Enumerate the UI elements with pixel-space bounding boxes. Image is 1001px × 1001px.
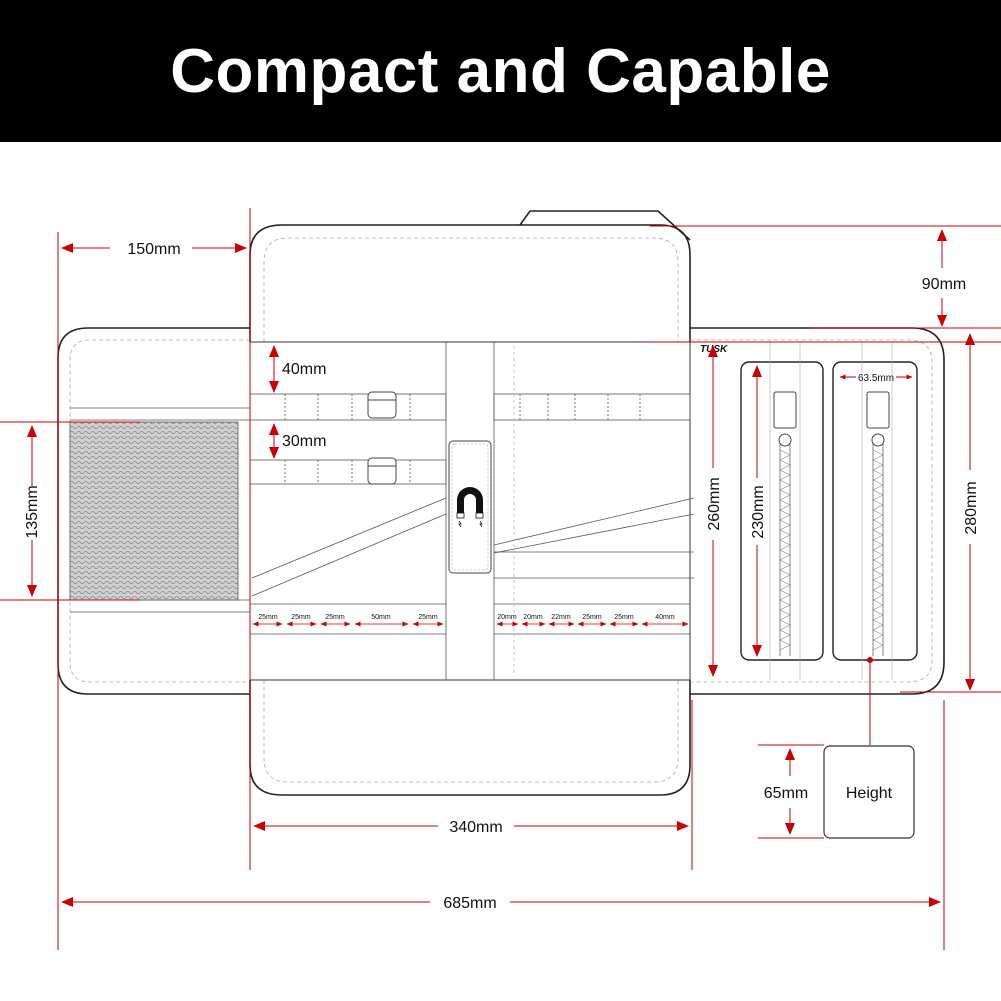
- dim-90: 90mm: [922, 276, 966, 293]
- top-flap: [249, 224, 691, 342]
- magnet-icon: [456, 487, 484, 528]
- dimension-lines: [0, 208, 1001, 950]
- loop-label: 25mm: [325, 614, 345, 621]
- zipper-pockets: [740, 342, 918, 680]
- height-marker-dot: [867, 657, 873, 663]
- loop-label: 50mm: [371, 614, 391, 621]
- dim-63-5: 63.5mm: [858, 373, 894, 384]
- loop-labels-left: 25mm 25mm 25mm 50mm 25mm: [258, 614, 438, 621]
- page-title: Compact and Capable: [170, 36, 831, 106]
- zipper-pull-right: [866, 391, 890, 429]
- center-panel-details: [249, 342, 695, 680]
- bottom-flap: [249, 680, 691, 796]
- dimension-labels: 150mm 90mm 40mm 30mm 135mm 260mm 230mm 2…: [24, 241, 980, 912]
- magnet-tab: [448, 440, 492, 574]
- loop-label: 25mm: [582, 614, 602, 621]
- height-box: [823, 745, 915, 839]
- mesh-pocket: [69, 421, 239, 601]
- loop-label: 25mm: [418, 614, 438, 621]
- dim-260: 260mm: [706, 477, 723, 530]
- dim-230: 230mm: [750, 485, 767, 538]
- dim-340: 340mm: [449, 819, 502, 836]
- brand-logo: TUSK: [700, 344, 728, 355]
- dim-280: 280mm: [963, 481, 980, 534]
- loop-labels-right: 20mm 20mm 22mm 25mm 25mm 40mm: [497, 614, 675, 621]
- loop-label: 25mm: [291, 614, 311, 621]
- title-banner: Compact and Capable: [0, 0, 1001, 142]
- loop-label: 20mm: [497, 614, 517, 621]
- loop-label: 25mm: [258, 614, 278, 621]
- dim-685: 685mm: [443, 895, 496, 912]
- dim-65: 65mm: [764, 785, 808, 802]
- snap-buttons: [367, 391, 397, 485]
- loop-label: 40mm: [655, 614, 675, 621]
- zipper-pull-left: [773, 391, 797, 429]
- loop-label: 22mm: [551, 614, 571, 621]
- dim-150: 150mm: [127, 241, 180, 258]
- dim-135: 135mm: [24, 485, 41, 538]
- height-label: Height: [846, 785, 893, 802]
- dim-30: 30mm: [282, 433, 326, 450]
- dim-40: 40mm: [282, 361, 326, 378]
- loop-label: 25mm: [614, 614, 634, 621]
- loop-label: 20mm: [523, 614, 543, 621]
